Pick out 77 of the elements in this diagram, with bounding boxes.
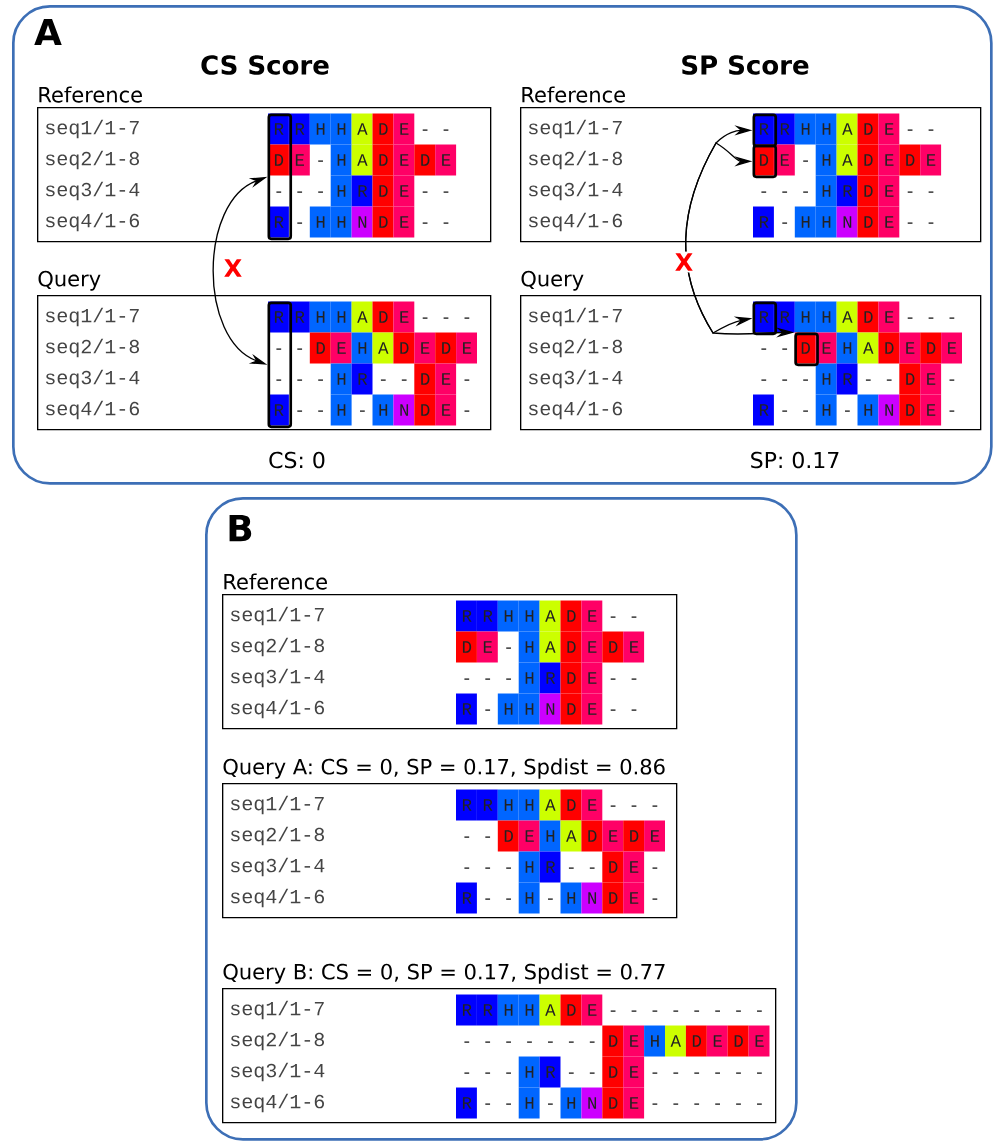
panel-letter: A	[34, 18, 62, 46]
sequence-name: seq4/1-6	[528, 212, 622, 232]
sequence-row: R - - H - H N D E -	[456, 882, 658, 914]
sequence-row: D E - H A D E D E	[268, 144, 457, 176]
sequence-row: - - - H R - - D E - - - - - -	[464, 1056, 762, 1088]
alignment-heading: Query	[521, 270, 584, 291]
sequence-name: seq3/1-4	[45, 181, 140, 201]
highlight-frame	[267, 113, 293, 241]
sequence-row: R R H H A D E - -	[268, 113, 449, 145]
sequence-row: - - - H R D E - -	[464, 662, 637, 694]
sequence-name: seq4/1-6	[45, 400, 139, 420]
sequence-row: - - - - - - - D E H A D E D E	[464, 1025, 770, 1057]
sequence-name: seq4/1-6	[230, 888, 324, 908]
sequence-name: seq2/1-8	[230, 637, 324, 657]
sequence-row: R - H H N D E - -	[753, 206, 934, 238]
sequence-name: seq1/1-7	[528, 307, 622, 327]
sequence-name: seq1/1-7	[230, 795, 324, 815]
edge-label: X	[673, 251, 695, 273]
sequence-row: R R H H A D E - - -	[268, 301, 470, 333]
highlight-frame	[752, 301, 778, 336]
sequence-row: R - - H - H N D E -	[268, 394, 470, 426]
sequence-name: seq2/1-8	[45, 150, 139, 170]
sequence-name: seq2/1-8	[230, 826, 324, 846]
highlight-frame	[267, 301, 293, 429]
alignment-heading: Reference	[39, 86, 142, 103]
highlight-frame	[752, 144, 778, 179]
alignment-heading: Query A: CS = 0, SP = 0.17, Spdist = 0.86	[223, 758, 665, 779]
panel-letter: B	[229, 514, 252, 542]
sequence-row: - - D E H A D E D E	[761, 332, 962, 364]
sequence-name: seq4/1-6	[230, 699, 324, 719]
sequence-row: R R H H A D E - - -	[456, 789, 658, 821]
alignment-heading: Query	[38, 270, 101, 291]
sequence-row: R R H H A D E - - -	[753, 301, 955, 333]
sequence-row: - - - H R D E - -	[761, 175, 934, 207]
score-label: SP: 0.17	[751, 451, 839, 469]
sequence-row: R - H H N D E - -	[456, 693, 637, 725]
sequence-name: seq1/1-7	[45, 307, 139, 327]
sequence-row: - - - H R - - D E -	[464, 851, 658, 883]
sequence-name: seq3/1-4	[45, 369, 140, 389]
alignment-heading: Reference	[522, 86, 625, 103]
sequence-name: seq3/1-4	[528, 369, 623, 389]
sequence-name: seq4/1-6	[45, 212, 139, 232]
sequence-row: R R H H A D E - - - - - - - -	[456, 994, 762, 1026]
sequence-row: D E - H A D E D E	[753, 144, 942, 176]
sequence-row: R R H H A D E - -	[753, 113, 934, 145]
highlight-frame	[794, 332, 819, 367]
sequence-name: seq4/1-6	[230, 1093, 324, 1113]
alignment-heading: Reference	[224, 573, 327, 590]
alignment-heading: Query B: CS = 0, SP = 0.17, Spdist = 0.77	[223, 963, 665, 984]
column-title: SP Score	[682, 55, 809, 75]
edge-label: X	[222, 257, 244, 279]
sequence-name: seq3/1-4	[230, 668, 325, 688]
sequence-name: seq1/1-7	[230, 606, 324, 626]
sequence-row: - - - H R D E - -	[276, 175, 449, 207]
sequence-name: seq3/1-4	[528, 181, 623, 201]
sequence-row: R - - H - H N D E -	[753, 394, 955, 426]
sequence-row: - - D E H A D E D E	[464, 820, 665, 852]
sequence-name: seq2/1-8	[528, 150, 622, 170]
sequence-name: seq1/1-7	[230, 1000, 324, 1020]
sequence-name: seq3/1-4	[230, 857, 325, 877]
sequence-row: - - D E H A D E D E	[276, 332, 477, 364]
sequence-name: seq3/1-4	[230, 1062, 325, 1082]
sequence-row: D E - H A D E D E	[456, 631, 645, 663]
sequence-row: - - - H R - - D E -	[276, 363, 470, 395]
sequence-row: R - - H - H N D E - - - - - -	[456, 1087, 762, 1119]
sequence-row: R - H H N D E - -	[268, 206, 449, 238]
sequence-name: seq1/1-7	[45, 119, 139, 139]
sequence-name: seq2/1-8	[528, 338, 622, 358]
sequence-name: seq2/1-8	[45, 338, 139, 358]
sequence-name: seq4/1-6	[528, 400, 622, 420]
sequence-name: seq1/1-7	[528, 119, 622, 139]
highlight-frame	[752, 113, 778, 148]
sequence-name: seq2/1-8	[230, 1031, 324, 1051]
column-title: CS Score	[201, 55, 329, 75]
sequence-row: - - - H R - - D E -	[761, 363, 955, 395]
score-label: CS: 0	[269, 451, 325, 469]
sequence-row: R R H H A D E - -	[456, 600, 637, 632]
